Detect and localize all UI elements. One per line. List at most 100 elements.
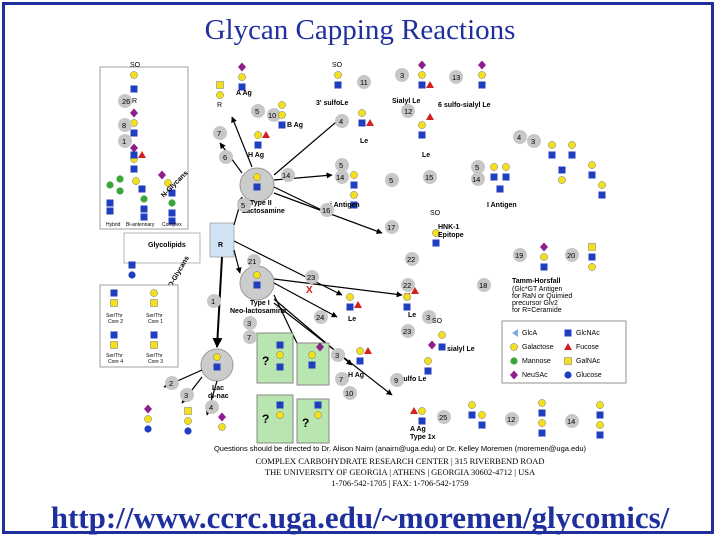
glca-icon xyxy=(512,329,518,337)
lex-label: Le xyxy=(360,138,368,145)
bi-antennary-label: Bi-antennary xyxy=(126,222,155,228)
b-ag-label: B Ag xyxy=(287,122,303,129)
tamm-l5: for R=Ceramide xyxy=(512,307,562,314)
step-5e: 5 xyxy=(241,201,245,210)
i-antigen-label: i Antigen xyxy=(330,202,360,209)
lea-region: 23 Le 24 Le 3 23 SO sialyl Le 3' sulfo L… xyxy=(305,270,475,387)
n-glycan-structures: Hybrid Bi-antennary Complex xyxy=(106,170,182,228)
lac-l2: di-nac xyxy=(208,393,229,400)
step-1: 1 xyxy=(122,137,126,146)
step-3d: 3 xyxy=(335,351,339,360)
legend-galactose: Galactose xyxy=(522,344,554,351)
tamm-l2: (Glc*GT Antigen xyxy=(512,286,563,293)
complex-label: Complex xyxy=(162,222,182,228)
legend-galnac: GalNAc xyxy=(576,358,601,365)
mannose-icon xyxy=(510,357,518,365)
bottom-structures: ? ? ? 3 H Ag 7 10 3 7 1 2 3 4 25 12 14 A… xyxy=(144,294,604,444)
hnk1-l1: HNK-1 xyxy=(438,224,459,231)
pathway-svg: SO R Hybrid Bi-antennary Complex 26 8 1 … xyxy=(99,60,627,444)
core-r: R xyxy=(218,242,223,249)
step-12b: 12 xyxy=(507,415,515,424)
step-5b: 5 xyxy=(339,161,343,170)
step-20: 20 xyxy=(567,251,575,260)
step-markers: 26 8 1 xyxy=(118,94,132,148)
step-23b: 23 xyxy=(403,327,411,336)
step-3c: 3 xyxy=(426,313,430,322)
blocked-x-1: X xyxy=(306,285,313,296)
step-14c: 14 xyxy=(472,175,480,184)
glycolipid-box xyxy=(123,232,201,264)
step-10: 10 xyxy=(268,111,276,120)
n-glycan-column: SO R xyxy=(130,62,146,173)
i-antigen-region: 5 14 14 i Antigen 5 15 5 14 I Antigen 4 … xyxy=(237,130,606,217)
step-3: 3 xyxy=(400,71,404,80)
lac-l1: Lac xyxy=(212,385,224,392)
sulfo-lex-label: 3' sulfoLe xyxy=(316,100,348,107)
step-14b: 14 xyxy=(282,171,290,180)
core2-l1: Ser/Thr xyxy=(106,313,123,319)
footer-university: THE UNIVERSITY OF GEORGIA | ATHENS | GEO… xyxy=(264,467,536,477)
sulfo-label: SO xyxy=(130,62,141,69)
svg-text:?: ? xyxy=(302,416,309,430)
glycolipids-label: Glycolipids xyxy=(148,242,186,249)
core2-l2: Core 2 xyxy=(108,319,123,325)
step-14: 14 xyxy=(336,173,344,182)
step-3b: 3 xyxy=(531,137,535,146)
step-9: 9 xyxy=(394,376,398,385)
ley-label: Le xyxy=(422,152,430,159)
step-5: 5 xyxy=(255,107,259,116)
step-7b: 7 xyxy=(339,375,343,384)
core-r-box xyxy=(209,222,235,258)
resource-url[interactable]: http://www.ccrc.uga.edu/~moremen/glycomi… xyxy=(50,500,670,535)
step-15: 15 xyxy=(425,173,433,182)
hybrid-label: Hybrid xyxy=(106,222,121,228)
legend: GlcA GlcNAc Galactose Fucose Mannose Gal… xyxy=(510,329,602,380)
legend-fucose: Fucose xyxy=(576,344,599,351)
tamm-l4: precursor Glv2 xyxy=(512,300,558,307)
step-7: 7 xyxy=(217,129,221,138)
legend-glucose: Glucose xyxy=(576,372,602,379)
core3-l1: Ser/Thr xyxy=(146,353,163,359)
o-glycan-core-panel xyxy=(99,284,179,368)
h-ag2-label: H Ag xyxy=(348,372,364,379)
step-19: 19 xyxy=(515,251,523,260)
type2-l2: Lactosamine xyxy=(242,208,285,215)
galnac-icon xyxy=(564,357,572,365)
tamm-l1: Tamm-Horsfall xyxy=(512,278,561,285)
glycan-pathway-diagram: SO R Hybrid Bi-antennary Complex 26 8 1 … xyxy=(92,55,632,495)
slide-frame xyxy=(2,2,714,534)
r-label: R xyxy=(132,98,137,105)
step-22: 22 xyxy=(407,255,415,264)
o-glycan-cores: Ser/Thr Core 2 Ser/Thr Core 1 Ser/Thr Co… xyxy=(106,289,163,365)
svg-text:?: ? xyxy=(262,412,269,426)
sialyl-lex-label: Sialyl Le xyxy=(392,98,421,105)
type1x-label: Type 1x xyxy=(410,434,436,441)
step-21: 21 xyxy=(248,257,256,266)
a-ag2-label: A Ag xyxy=(410,426,426,433)
sulfo-a: SO xyxy=(332,62,343,69)
step-18: 18 xyxy=(479,281,487,290)
footer-phone: 1-706-542-1705 | FAX: 1-706-542-1759 xyxy=(331,478,469,488)
step-5d: 5 xyxy=(475,163,479,172)
sulfo-c: SO xyxy=(432,318,443,325)
legend-box xyxy=(501,320,627,384)
type2-l1: Type II xyxy=(250,200,272,207)
I-antigen-label: I Antigen xyxy=(487,202,517,209)
step-1b: 1 xyxy=(211,297,215,306)
h-ag-label: H Ag xyxy=(248,152,264,159)
core4-l1: Ser/Thr xyxy=(106,353,123,359)
step-12: 12 xyxy=(404,107,412,116)
step-26: 26 xyxy=(122,97,130,106)
step-4c: 4 xyxy=(209,403,213,412)
step-11: 11 xyxy=(360,78,368,87)
footer-center: COMPLEX CARBOHYDRATE RESEARCH CENTER | 3… xyxy=(255,456,545,466)
step-3f: 3 xyxy=(184,391,188,400)
top-row: A Ag R SO 3' sulfoLe 11 3 Sialyl Le 13 6… xyxy=(213,60,491,164)
svg-text:?: ? xyxy=(262,354,269,368)
core3-l2: Core 3 xyxy=(148,359,163,365)
hnk1-l2: Epitope xyxy=(438,232,464,239)
glcnac-icon xyxy=(564,329,572,337)
step-5c: 5 xyxy=(389,176,393,185)
step-10b: 10 xyxy=(345,389,353,398)
step-14d: 14 xyxy=(567,417,575,426)
